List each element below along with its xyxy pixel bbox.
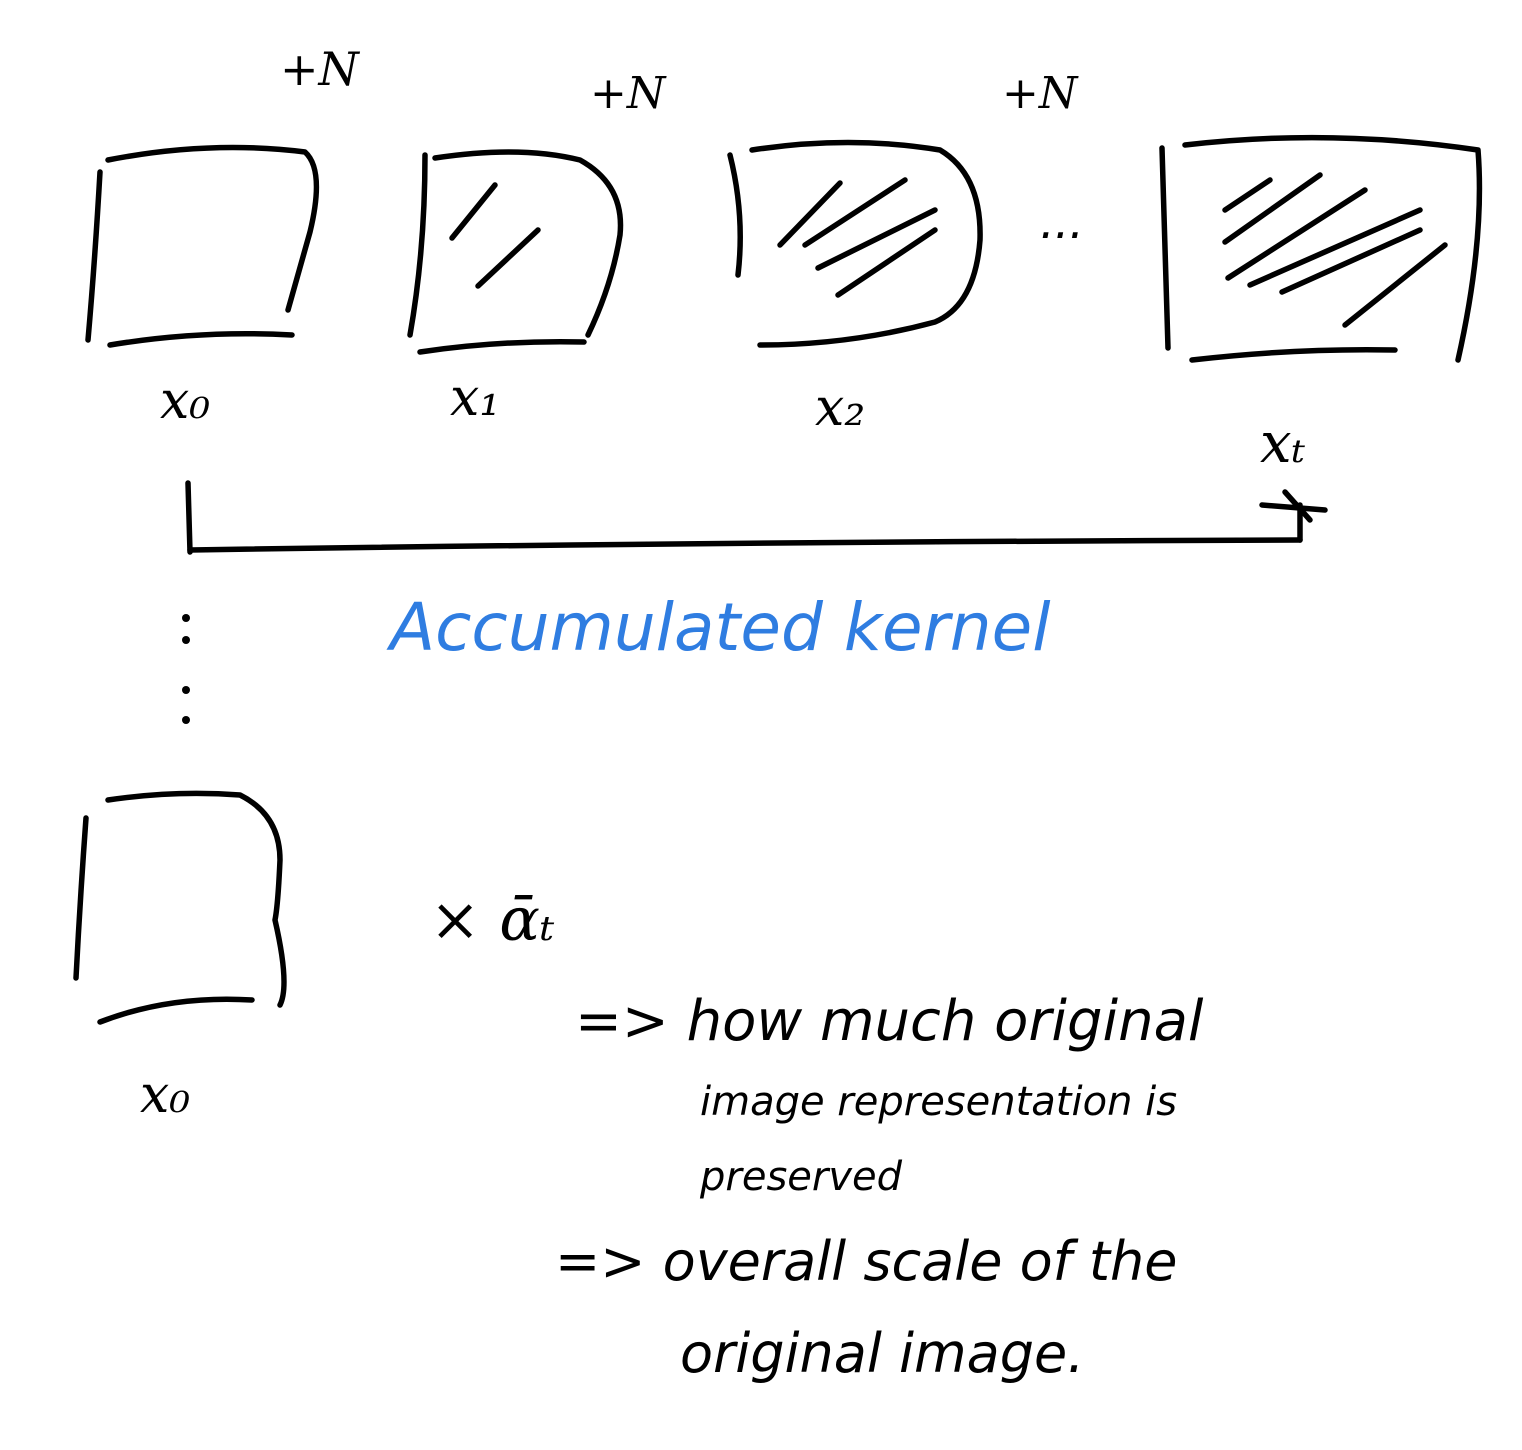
kernel-label: Accumulated kernel — [386, 589, 1051, 666]
frame-label-x2: x₂ — [815, 378, 865, 438]
bottom-frame-x0 — [73, 790, 287, 1025]
note-line-5: original image. — [680, 1322, 1084, 1385]
note-line-3: preserved — [699, 1154, 903, 1200]
bottom-frame-label-x0: x₀ — [140, 1065, 190, 1125]
note-line-2: image representation is — [700, 1079, 1177, 1125]
frame-label-xt: xₜ — [1260, 411, 1306, 476]
vertical-dots — [182, 614, 190, 724]
noise-label-3: +N — [1002, 68, 1079, 119]
frame-label-x0: x₀ — [160, 371, 210, 431]
frame-x2 — [727, 139, 983, 348]
noise-label-1: +N — [280, 42, 361, 96]
note-line-1: => how much original — [575, 989, 1204, 1054]
frame-xt — [1159, 134, 1483, 363]
note-line-4: => overall scale of the — [555, 1230, 1177, 1293]
ellipsis: ... — [1040, 195, 1084, 249]
kernel-bracket — [185, 480, 1328, 555]
frame-x0 — [85, 144, 320, 348]
frame-label-x1: x₁ — [450, 368, 500, 428]
multiplier-alpha-bar: × ᾱₜ — [430, 885, 555, 955]
noise-label-2: +N — [590, 68, 667, 119]
frame-x1 — [407, 149, 624, 355]
